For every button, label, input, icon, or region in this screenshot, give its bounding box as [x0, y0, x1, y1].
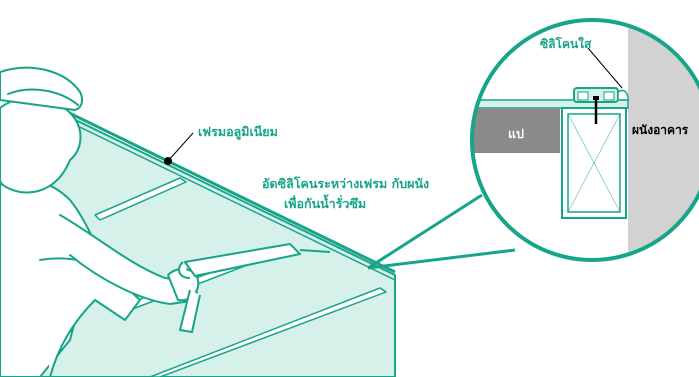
purlin-label: แป — [508, 124, 524, 144]
silicone-instruction-line-2: เพื่อกันน้ำรั่วซึม — [284, 196, 366, 212]
frame-leader — [164, 133, 193, 165]
silicone-instruction-line-1: อัดซิลิโคนระหว่างเฟรม กับผนัง — [262, 176, 429, 192]
clear-silicone-label: ซิลิโคนใส — [540, 37, 591, 52]
building-wall-label: ผนังอาคาร — [632, 121, 688, 140]
aluminium-frame-label: เฟรมอลูมิเนียม — [198, 124, 278, 140]
building-wall — [628, 10, 699, 280]
